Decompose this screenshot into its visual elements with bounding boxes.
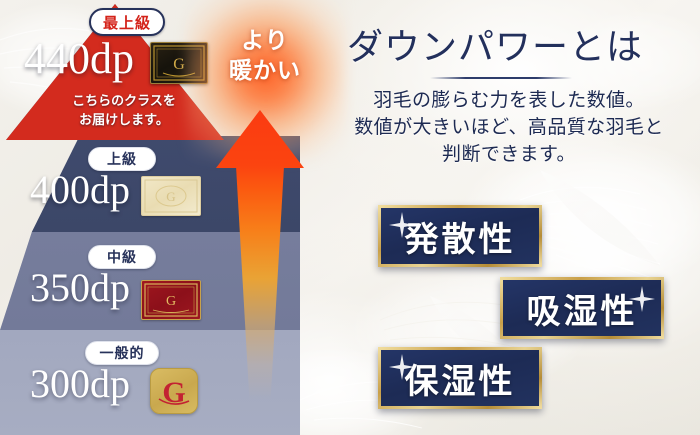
- description-text: 羽毛の膨らむ力を表した数値。 数値が大きいほど、高品質な羽毛と 判断できます。: [325, 88, 693, 169]
- cream-gold-award-label-icon: G: [141, 176, 201, 216]
- page-title: ダウンパワーとは: [347, 27, 644, 67]
- rank-pill-350dp: 中級: [88, 245, 156, 269]
- delivery-note: こちらのクラスを お届けします。: [58, 93, 190, 131]
- red-gold-award-label-icon: G: [141, 280, 201, 320]
- gold-g-emblem-icon: G: [150, 368, 198, 414]
- delivery-note-line1: こちらのクラスを: [72, 94, 176, 109]
- warmth-label-line1: より: [241, 28, 289, 54]
- rank-pill-400dp: 上級: [88, 147, 156, 171]
- warmth-label-line2: 暖かい: [229, 58, 301, 85]
- feature-badge-label-3: 保湿性: [404, 361, 516, 402]
- value-400dp: 400dp: [30, 167, 130, 212]
- value-350dp: 350dp: [30, 265, 130, 310]
- description-line2: 数値が大きいほど、高品質な羽毛と: [354, 116, 664, 138]
- feature-badge-kyushitsusei: 吸湿性: [500, 277, 664, 339]
- value-440dp: 440dp: [24, 34, 134, 83]
- svg-text:G: G: [162, 376, 185, 409]
- feature-badge-label-1: 発散性: [404, 219, 516, 260]
- feature-badge-hoshitsusei: 保湿性: [378, 347, 542, 409]
- svg-text:G: G: [173, 56, 185, 73]
- description-line1: 羽毛の膨らむ力を表した数値。: [373, 90, 645, 111]
- warmth-label: より 暖かい: [205, 26, 325, 87]
- feature-badge-label-2: 吸湿性: [526, 291, 638, 332]
- rank-pill-440dp: 最上級: [89, 8, 165, 36]
- description-line3: 判断できます。: [442, 143, 576, 165]
- svg-text:G: G: [166, 294, 176, 309]
- feature-badge-hassansei: 発散性: [378, 205, 542, 267]
- value-300dp: 300dp: [30, 361, 130, 406]
- svg-text:G: G: [166, 189, 175, 204]
- delivery-note-line2: お届けします。: [79, 112, 169, 128]
- rank-pill-300dp: 一般的: [85, 341, 159, 365]
- title-underline: [430, 77, 572, 79]
